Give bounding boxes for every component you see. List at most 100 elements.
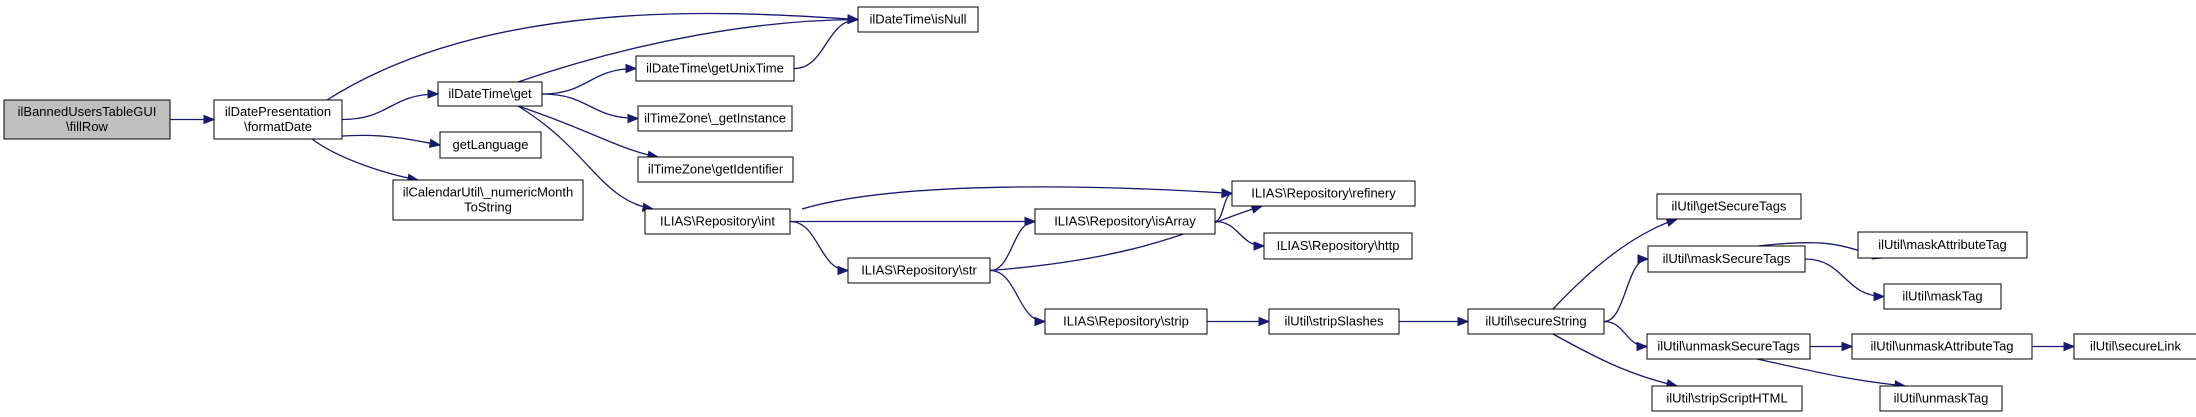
edge-secureString-to-unmaskSecureTags	[1603, 320, 1649, 352]
node-getSecureTags[interactable]: ilUtil\getSecureTags	[1656, 193, 1802, 220]
node-dt-isNull[interactable]: ilDateTime\isNull	[857, 6, 979, 33]
node-box	[1883, 283, 2002, 310]
node-formatDate[interactable]: ilDatePresentation\formatDate	[213, 99, 343, 140]
edge-dt-get-to-dt-getUnixTime	[541, 63, 638, 95]
node-label: ILIAS\Repository\str	[861, 263, 977, 278]
node-box	[2073, 333, 2196, 360]
node-box	[644, 208, 791, 235]
edge-line	[989, 220, 1036, 272]
node-maskSecureTags[interactable]: ilUtil\maskSecureTags	[1647, 245, 1806, 273]
node-label: ilUtil\stripSlashes	[1285, 314, 1384, 329]
edge-maskSecureTags-to-maskTag	[1804, 258, 1886, 302]
node-label: getLanguage	[453, 137, 529, 152]
node-repo-http[interactable]: ILIAS\Repository\http	[1263, 232, 1413, 260]
node-secureString[interactable]: ilUtil\secureString	[1467, 308, 1605, 335]
node-maskAttributeTag[interactable]: ilUtil\maskAttributeTag	[1857, 231, 2028, 259]
node-box	[1656, 193, 1802, 220]
arrowhead-icon	[1258, 316, 1271, 327]
node-box	[1034, 208, 1216, 235]
edge-dt-getUnixTime-to-dt-isNull	[793, 14, 860, 70]
node-box	[213, 99, 343, 140]
node-stripScriptHTML[interactable]: ilUtil\stripScriptHTML	[1651, 385, 1803, 412]
arrowhead-icon	[203, 114, 216, 125]
edge-dt-get-to-tz-getInstance	[541, 93, 640, 124]
node-box	[1044, 308, 1208, 335]
node-box	[392, 179, 584, 221]
arrowhead-icon	[427, 89, 440, 99]
node-box	[1851, 333, 2033, 360]
edge-line	[1552, 218, 1678, 310]
node-fillRow[interactable]: ilBannedUsersTableGUI\fillRow	[3, 99, 171, 140]
edge-line	[1552, 333, 1678, 387]
node-label: ilTimeZone\_getInstance	[644, 111, 786, 126]
edge-line	[1214, 220, 1265, 247]
node-label: ilUtil\unmaskSecureTags	[1657, 339, 1800, 354]
node-label: ilDateTime\getUnixTime	[646, 61, 784, 76]
node-box	[1263, 232, 1413, 260]
node-box	[439, 131, 542, 159]
edge-line	[326, 12, 859, 101]
node-dt-getUnixTime[interactable]: ilDateTime\getUnixTime	[635, 55, 795, 82]
arrowhead-icon	[1457, 316, 1470, 327]
arrowhead-icon	[627, 113, 640, 124]
node-label: ilUtil\maskSecureTags	[1663, 251, 1791, 266]
arrowhead-icon	[847, 14, 860, 25]
edge-formatDate-to-dt-get	[341, 89, 440, 121]
arrowhead-icon	[625, 63, 638, 74]
node-unmaskSecureTags[interactable]: ilUtil\unmaskSecureTags	[1646, 333, 1811, 360]
edge-line	[793, 18, 859, 70]
node-label: ilDateTime\isNull	[869, 12, 966, 27]
arrowhead-icon	[1221, 188, 1234, 199]
node-maskTag[interactable]: ilUtil\maskTag	[1883, 283, 2002, 310]
node-label: ILIAS\Repository\strip	[1063, 314, 1189, 329]
edge-line	[801, 186, 1233, 210]
edge-line	[517, 18, 859, 83]
node-tz-getIdentifier[interactable]: ilTimeZone\getIdentifier	[637, 156, 794, 183]
node-label: ilUtil\secureLink	[2090, 339, 2182, 354]
edge-line	[989, 205, 1263, 272]
edge-repo-int-to-repo-isArray	[790, 216, 1037, 227]
edge-repo-isArray-to-repo-refinery	[1214, 188, 1234, 223]
node-box	[1268, 308, 1400, 335]
node-label: ilBannedUsersTableGUI	[18, 104, 157, 119]
node-secureLink[interactable]: ilUtil\secureLink	[2073, 333, 2196, 360]
node-repo-refinery[interactable]: ILIAS\Repository\refinery	[1231, 180, 1416, 207]
node-box	[1646, 333, 1811, 360]
edge-line	[517, 105, 659, 158]
node-label: \fillRow	[66, 119, 109, 134]
node-box	[635, 55, 795, 82]
edge-repo-int-to-repo-refinery	[801, 186, 1234, 210]
node-box	[1879, 385, 2003, 412]
arrowhead-icon	[1024, 216, 1037, 227]
node-box	[3, 99, 171, 140]
node-repo-str[interactable]: ILIAS\Repository\str	[847, 257, 991, 284]
node-box	[437, 81, 543, 107]
node-label: ilUtil\maskAttributeTag	[1878, 237, 2007, 252]
arrowhead-icon	[837, 265, 850, 276]
node-repo-strip[interactable]: ILIAS\Repository\strip	[1044, 308, 1208, 335]
node-unmaskTag[interactable]: ilUtil\unmaskTag	[1879, 385, 2003, 412]
node-repo-int[interactable]: ILIAS\Repository\int	[644, 208, 791, 235]
node-box	[1647, 245, 1806, 273]
node-label: ILIAS\Repository\refinery	[1251, 186, 1396, 201]
arrowhead-icon	[1636, 341, 1649, 352]
node-label: ilCalendarUtil\_numericMonth	[403, 185, 574, 200]
node-label: ilUtil\getSecureTags	[1672, 199, 1787, 214]
edge-unmaskSecureTags-to-unmaskAttributeTag	[1809, 341, 1854, 352]
node-repo-isArray[interactable]: ILIAS\Repository\isArray	[1034, 208, 1216, 235]
edge-repo-isArray-to-repo-http	[1214, 220, 1266, 251]
node-label: ToString	[464, 200, 512, 215]
node-box	[1231, 180, 1416, 207]
node-box	[637, 156, 794, 183]
node-dt-get[interactable]: ilDateTime\get	[437, 81, 543, 107]
arrowhead-icon	[428, 138, 442, 148]
node-tz-getInstance[interactable]: ilTimeZone\_getInstance	[637, 105, 793, 132]
node-label: ilUtil\unmaskAttributeTag	[1870, 339, 2013, 354]
node-label: ilUtil\secureString	[1485, 314, 1586, 329]
node-box	[1467, 308, 1605, 335]
node-unmaskAttributeTag[interactable]: ilUtil\unmaskAttributeTag	[1851, 333, 2033, 360]
node-stripSlashes[interactable]: ilUtil\stripSlashes	[1268, 308, 1400, 335]
node-getLanguage[interactable]: getLanguage	[439, 131, 542, 159]
arrowhead-icon	[1841, 341, 1854, 352]
